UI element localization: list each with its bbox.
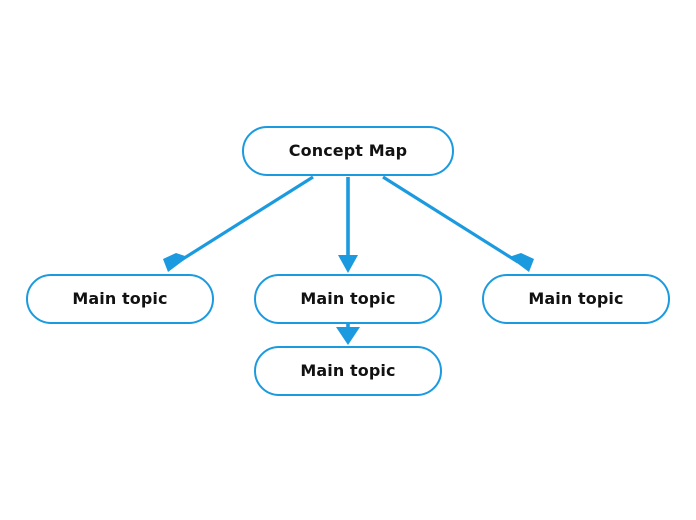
node-root[interactable]: Concept Map bbox=[242, 126, 454, 176]
node-main-topic-bottom[interactable]: Main topic bbox=[254, 346, 442, 396]
node-main-topic-center[interactable]: Main topic bbox=[254, 274, 442, 324]
node-main-topic-bottom-label: Main topic bbox=[300, 361, 396, 380]
node-main-topic-left[interactable]: Main topic bbox=[26, 274, 214, 324]
node-main-topic-left-label: Main topic bbox=[72, 289, 168, 308]
edge-root-to-left bbox=[163, 175, 314, 272]
edge-root-to-center bbox=[338, 177, 358, 273]
node-main-topic-right-label: Main topic bbox=[528, 289, 624, 308]
node-main-topic-center-label: Main topic bbox=[300, 289, 396, 308]
node-main-topic-right[interactable]: Main topic bbox=[482, 274, 670, 324]
node-root-label: Concept Map bbox=[288, 141, 408, 160]
edge-center-to-bottom bbox=[336, 324, 360, 345]
edge-root-to-right bbox=[382, 175, 534, 272]
